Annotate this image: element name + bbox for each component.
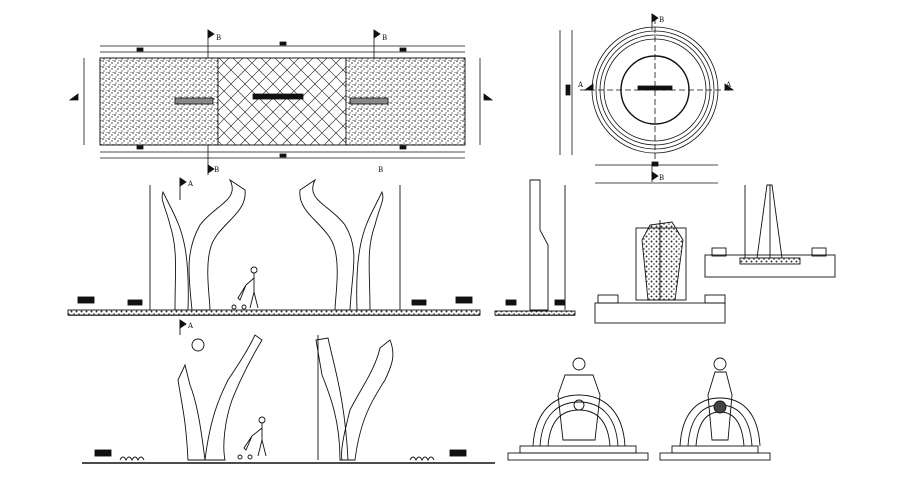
section-mark-plan-top-left: B: [216, 34, 221, 42]
sculpture-fountain-front: [507, 357, 649, 461]
lower-elevation: [82, 319, 495, 464]
side-elevation: [494, 179, 576, 316]
obelisk-section: [704, 184, 836, 278]
circular-plan: [559, 13, 735, 184]
section-mark-circle-left: A: [577, 81, 584, 89]
section-mark-circle-top: B: [659, 16, 664, 24]
section-mark-elevation-middle: A: [187, 322, 194, 330]
front-elevation: [67, 177, 481, 316]
section-mark-plan-top-right: B: [382, 34, 387, 42]
fountain-section: [594, 220, 726, 324]
section-mark-circle-bottom: B: [659, 174, 664, 182]
section-mark-plan-bottom-right: B: [378, 166, 383, 174]
section-mark-circle-right: A: [725, 81, 732, 89]
sculpture-fountain-side: [659, 357, 771, 461]
section-mark-plan-bottom-left: B: [214, 166, 219, 174]
plan-view: [68, 29, 494, 175]
section-mark-elevation-top: A: [187, 180, 194, 188]
